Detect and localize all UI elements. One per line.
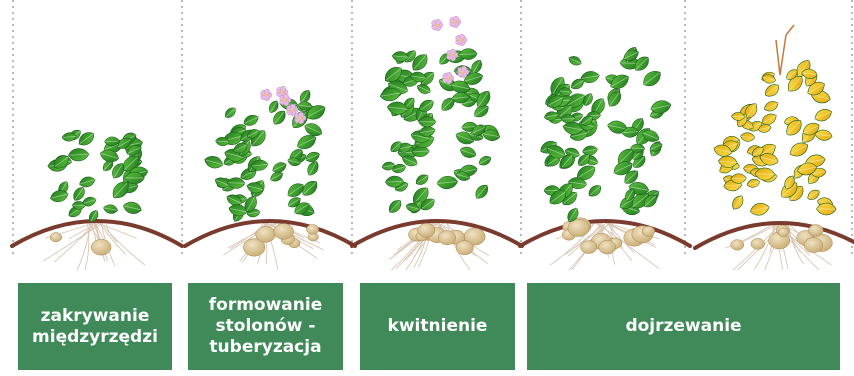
leaf <box>68 148 89 162</box>
stage-box-formowanie: formowanie stolonów - tuberyzacja <box>188 283 343 370</box>
tuber <box>256 226 276 242</box>
foliage <box>713 25 836 217</box>
leaf <box>787 140 810 160</box>
tuber <box>808 225 823 237</box>
leaf <box>473 182 491 201</box>
leaf <box>223 105 238 120</box>
tuber <box>599 240 616 254</box>
stage-label-zakrywanie: zakrywanie międzyrzędzi <box>32 306 158 348</box>
leaf <box>304 150 321 164</box>
plant-2 <box>185 86 355 270</box>
tuber <box>581 241 597 254</box>
plant-3 <box>352 16 522 270</box>
tuber <box>438 231 456 245</box>
column-dividers <box>13 0 852 255</box>
leaf <box>640 67 664 89</box>
potato-growth-illustration <box>0 0 854 270</box>
tuber <box>306 224 318 234</box>
stage-box-dojrzewanie: dojrzewanie <box>527 283 840 370</box>
leaf <box>459 145 478 160</box>
tuber <box>274 223 294 239</box>
leaf <box>730 193 746 211</box>
tuber <box>642 226 655 236</box>
leaf <box>414 172 431 187</box>
tuber <box>778 228 789 237</box>
leaf <box>436 175 458 189</box>
leaf <box>122 200 143 215</box>
plant-4 <box>520 45 690 270</box>
leaf <box>78 175 96 189</box>
leaf <box>740 132 755 142</box>
tuber <box>751 238 765 249</box>
tuber <box>418 223 435 237</box>
leaf <box>386 197 404 215</box>
tuber <box>568 219 590 236</box>
stage-label-formowanie: formowanie stolonów - tuberyzacja <box>209 295 323 358</box>
stage-label-dojrzewanie: dojrzewanie <box>625 316 741 337</box>
plant-5 <box>695 25 854 270</box>
leaf <box>103 204 118 215</box>
foliage <box>379 48 501 215</box>
leaf <box>763 99 780 113</box>
leaf <box>746 178 761 189</box>
tuber <box>91 239 111 255</box>
stage-label-kwitnienie: kwitnienie <box>388 316 488 337</box>
plant-1 <box>12 128 182 270</box>
stage-box-kwitnienie: kwitnienie <box>360 283 515 370</box>
leaf <box>813 107 834 124</box>
leaf <box>203 154 224 170</box>
leaf <box>305 159 321 177</box>
leaf <box>567 54 583 67</box>
leaf <box>762 81 781 99</box>
tuber <box>804 238 823 253</box>
tuber <box>731 240 744 251</box>
foliage <box>203 88 328 223</box>
dry-stalks <box>776 25 794 75</box>
foliage <box>538 45 672 224</box>
leaf <box>586 183 603 199</box>
leaf <box>749 201 770 217</box>
foliage <box>47 128 148 224</box>
leaf <box>477 154 493 167</box>
tuber <box>50 233 62 242</box>
tuber <box>456 241 474 255</box>
stage-box-zakrywanie: zakrywanie międzyrzędzi <box>18 283 172 370</box>
